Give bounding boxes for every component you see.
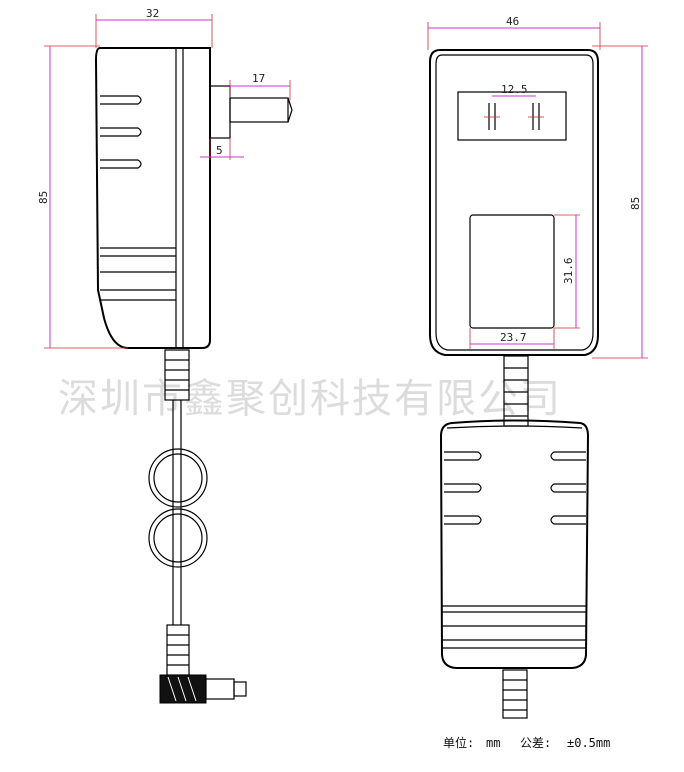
front-view-dimensions: 46 85 12.5 31.6 23.7 (427, 15, 648, 359)
side-view-dimensions: 32 85 17 5 (37, 7, 291, 349)
dim-label-height: 31.6 (562, 258, 575, 285)
dim-side-width: 32 (146, 7, 159, 20)
unit-label: 单位: (443, 735, 474, 750)
dim-pin-offset: 5 (216, 144, 223, 157)
side-view (94, 47, 293, 704)
front-view (429, 49, 599, 427)
dim-front-height: 85 (629, 197, 642, 210)
back-view (439, 419, 590, 719)
unit-value: mm (486, 736, 500, 750)
tolerance-value: ±0.5mm (567, 736, 610, 750)
units-footer: 单位: mm 公差: ±0.5mm (443, 735, 610, 750)
dim-side-height: 85 (37, 191, 50, 204)
tolerance-label: 公差: (520, 736, 551, 750)
company-watermark: 深圳市鑫聚创科技有限公司 (58, 376, 562, 422)
dim-pin-length: 17 (252, 72, 265, 85)
dim-front-width: 46 (506, 15, 519, 28)
dim-pin-spacing: 12.5 (501, 83, 528, 96)
dim-label-width: 23.7 (500, 331, 527, 344)
